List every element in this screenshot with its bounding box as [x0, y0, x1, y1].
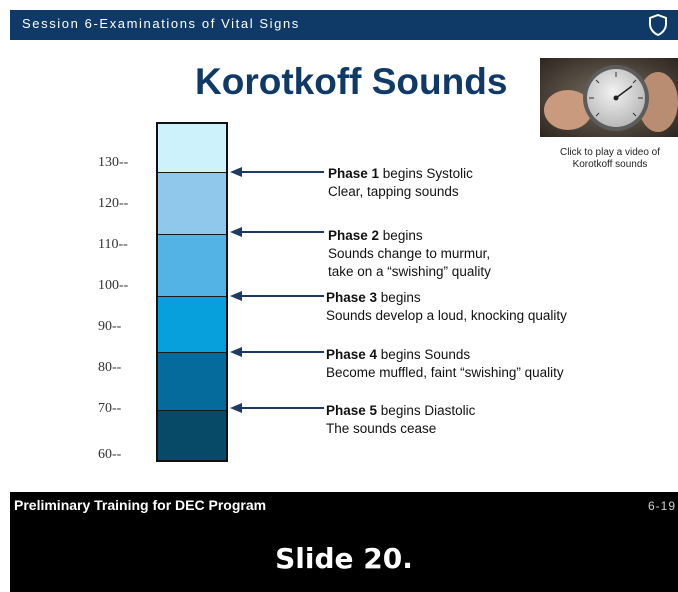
phase-detail: Sounds develop a loud, knocking quality [326, 308, 567, 323]
shield-icon [649, 14, 667, 36]
slide-frame: Session 6-Examinations of Vital Signs Ko… [10, 10, 678, 592]
video-thumbnail[interactable] [540, 58, 678, 137]
footer-page-number: 6-19 [647, 499, 676, 513]
scale-tick: 80-- [98, 360, 122, 375]
arrow-head-icon [230, 227, 242, 237]
phase-detail: Clear, tapping sounds [328, 184, 459, 199]
scale-tick: 70-- [98, 401, 122, 416]
phase-onset: begins Diastolic [377, 403, 476, 418]
pressure-band [158, 410, 226, 460]
phase-name: Phase 5 [326, 403, 378, 418]
phase-onset: begins Systolic [379, 166, 473, 181]
phase-name: Phase 1 [328, 166, 380, 181]
slide: Session 6-Examinations of Vital Signs Ko… [10, 10, 678, 492]
phase-onset: begins [379, 228, 423, 243]
scale-tick: 120-- [98, 196, 129, 211]
phase-name: Phase 2 [328, 228, 380, 243]
pressure-band [158, 352, 226, 410]
pressure-band [158, 124, 226, 172]
session-title: Session 6-Examinations of Vital Signs [22, 16, 300, 31]
pressure-band [158, 296, 226, 352]
phase-detail: Become muffled, faint “swishing” quality [326, 365, 564, 380]
phase-onset: begins [377, 290, 421, 305]
scale-tick: 90-- [98, 319, 122, 334]
phase-detail: The sounds cease [326, 421, 437, 436]
sphygmomanometer-icon [540, 58, 678, 137]
phase-name: Phase 4 [326, 347, 378, 362]
arrow-head-icon [230, 167, 242, 177]
pressure-band [158, 172, 226, 234]
footer-program-label: Preliminary Training for DEC Program [14, 497, 267, 513]
slide-number-caption: Slide 20. [275, 542, 413, 575]
scale-tick: 130-- [98, 155, 129, 170]
arrow-head-icon [230, 291, 242, 301]
arrow-head-icon [230, 403, 242, 413]
scale-tick: 110-- [98, 237, 128, 252]
slide-header: Session 6-Examinations of Vital Signs [10, 10, 678, 40]
scale-tick: 60-- [98, 447, 122, 462]
pressure-column [156, 122, 228, 462]
slide-title: Korotkoff Sounds [195, 61, 508, 102]
phase-onset: begins Sounds [377, 347, 471, 362]
footer-bar [10, 492, 678, 520]
video-caption: Click to play a video of Korotkoff sound… [559, 147, 661, 170]
phase-detail: Sounds change to murmur, [328, 246, 491, 261]
pressure-band [158, 234, 226, 296]
phase-name: Phase 3 [326, 290, 378, 305]
scale-tick: 100-- [98, 278, 129, 293]
arrow-head-icon [230, 347, 242, 357]
phase-detail: take on a “swishing” quality [328, 264, 491, 279]
